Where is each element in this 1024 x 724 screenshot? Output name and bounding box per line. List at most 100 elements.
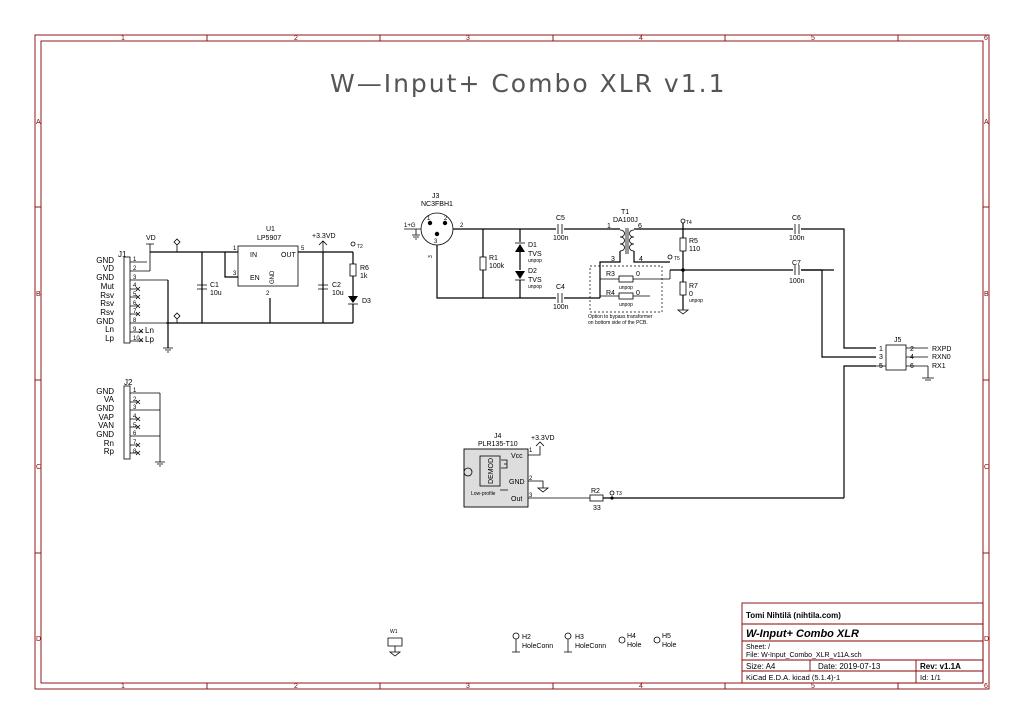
power-wiring: VD <box>146 235 324 353</box>
j3-value: NC3FBH1 <box>421 201 453 208</box>
border-col-2-bottom: 2 <box>294 683 298 690</box>
hole-h5-ref: H5 <box>662 633 671 640</box>
j3-pin-1g: 1+G <box>404 223 416 229</box>
j1-pin-labels: GND VD GND Mut Rsv Rsv Rsv GND Ln Lp <box>96 256 115 343</box>
j4-ref: J4 <box>494 433 502 440</box>
c4-value: 100n <box>553 304 569 311</box>
border-row-c-right: C <box>984 464 989 471</box>
transformer-t1: T1 DA100J 1 6 3 4 <box>599 209 683 298</box>
j5-ref: J5 <box>894 337 902 344</box>
r2-value: 33 <box>593 505 601 512</box>
hole-h2-value: HoleConn <box>522 643 553 650</box>
hole-h3-ref: H3 <box>575 634 584 641</box>
c7-value: 100n <box>789 278 805 285</box>
j4-value: PLR135-T10 <box>478 441 518 448</box>
t1-pin-3: 3 <box>611 256 615 263</box>
c6-value: 100n <box>789 235 805 242</box>
t1-pin-6: 6 <box>638 223 642 230</box>
titleblock-title: W-Input+ Combo XLR <box>746 628 859 640</box>
j5-net-rx1: RX1 <box>932 363 946 370</box>
j1-ref: J1 <box>118 250 127 259</box>
r1-value: 100k <box>489 263 505 270</box>
j3-pin-3-inner: 3 <box>434 239 438 245</box>
j2-label-7: Rn <box>104 439 114 448</box>
j1-label-7: Rsv <box>100 308 114 317</box>
r1-ref: R1 <box>489 255 498 262</box>
schematic-title: W—Input+ Combo XLR v1.1 <box>330 69 727 98</box>
j1-pin-9: 9 <box>133 327 137 333</box>
j2-ref: J2 <box>124 378 133 387</box>
titleblock-id: Id: 1/1 <box>920 673 941 682</box>
border-col-6-bottom: 6 <box>984 683 988 690</box>
u1-pin-num-2: 2 <box>266 291 270 297</box>
u1-pin-num-3: 3 <box>233 271 237 277</box>
capacitor-c6: C6 100n <box>683 215 876 349</box>
border-row-d-right: D <box>984 636 989 643</box>
c7-ref: C7 <box>792 260 801 267</box>
wire-pad-w1: W1 <box>387 629 403 657</box>
t1-pin-4: 4 <box>639 256 643 263</box>
c1-value: 10u <box>210 290 222 297</box>
j1-net-lp: Lp <box>145 335 154 344</box>
r3-ref: R3 <box>606 271 615 278</box>
connector-j2: J2 GND VA GND VAP VAN GND Rn Rp 1 2 3 4 … <box>96 378 165 467</box>
titleblock-company: Tomi Nihtilä (nihtila.com) <box>746 611 841 620</box>
border-row-d-left: D <box>36 636 41 643</box>
j2-pin-7: 7 <box>133 440 137 446</box>
j1-label-2: VD <box>103 264 114 273</box>
optical-receiver-j4: J4 PLR135-T10 DEMOD Low-profile Vcc GND … <box>463 433 590 508</box>
j4-out: Out <box>511 496 522 503</box>
capacitor-c7: C7 100n <box>789 260 876 358</box>
hole-h4-value: Hole <box>627 642 642 649</box>
resistor-r1: R1 100k <box>479 229 505 298</box>
j2-pin-labels: GND VA GND VAP VAN GND Rn Rp <box>96 387 114 456</box>
hole-h5-value: Hole <box>662 642 677 649</box>
r7-ref: R7 <box>689 283 698 290</box>
connector-j5: J5 1 3 5 2 4 6 RXPD RXN0 RX1 <box>844 337 951 381</box>
border-row-c-left: C <box>36 464 41 471</box>
j1-pin-4: 4 <box>133 283 137 289</box>
titleblock-tool: KiCad E.D.A. kicad (5.1.4)-1 <box>746 673 840 682</box>
j1-label-6: Rsv <box>100 299 114 308</box>
border-col-3-top: 3 <box>466 35 470 42</box>
c2-ref: C2 <box>332 282 341 289</box>
j1-pin-8: 8 <box>133 318 137 324</box>
titleblock-date: Date: 2019-07-13 <box>818 662 881 671</box>
border-col-4-top: 4 <box>639 35 643 42</box>
resistor-r6: T2 R6 1k <box>323 241 369 324</box>
j2-label-3: GND <box>96 404 114 413</box>
r4-value: 0 <box>636 290 640 297</box>
u1-pin-en: EN <box>250 275 260 282</box>
j1-label-3: GND <box>96 273 114 282</box>
j1-no-connect-marks <box>135 286 141 317</box>
j2-label-8: Rp <box>104 447 115 456</box>
resistor-r7: R7 0 unpop <box>676 270 703 315</box>
r7-value: 0 <box>689 291 693 298</box>
hole-h4-ref: H4 <box>627 633 636 640</box>
j2-pin-8: 8 <box>133 449 137 455</box>
u1-pin-num-5: 5 <box>301 246 305 252</box>
r4-ref: R4 <box>606 290 615 297</box>
j1-pin-3: 3 <box>133 275 137 281</box>
c2-value: 10u <box>332 290 344 297</box>
u1-pin-num-1: 1 <box>233 246 237 252</box>
border-row-b-right: B <box>984 291 989 298</box>
j4-low-profile: Low-profile <box>471 491 496 497</box>
j2-pin-3: 3 <box>133 405 137 411</box>
j4-supply: +3.3VD <box>531 435 555 442</box>
j5-net-rxpd: RXPD <box>932 346 951 353</box>
j1-label-9: Ln <box>105 325 114 334</box>
j4-vcc: Vcc <box>511 453 523 460</box>
regulator-u1: U1 LP5907 IN EN OUT GND 1 3 5 2 <box>233 226 353 297</box>
j2-pin-4: 4 <box>133 414 137 420</box>
j1-pin-7: 7 <box>133 309 137 315</box>
j2-pin-5: 5 <box>133 423 137 429</box>
u1-pin-in: IN <box>250 252 257 259</box>
r2-ref: R2 <box>591 488 600 495</box>
j5-pin-3: 3 <box>879 354 883 361</box>
r3-note: unpop <box>619 285 633 291</box>
t1-pin-1: 1 <box>607 223 611 230</box>
d1-ref: D1 <box>528 242 537 249</box>
titleblock-size: Size: A4 <box>746 662 776 671</box>
